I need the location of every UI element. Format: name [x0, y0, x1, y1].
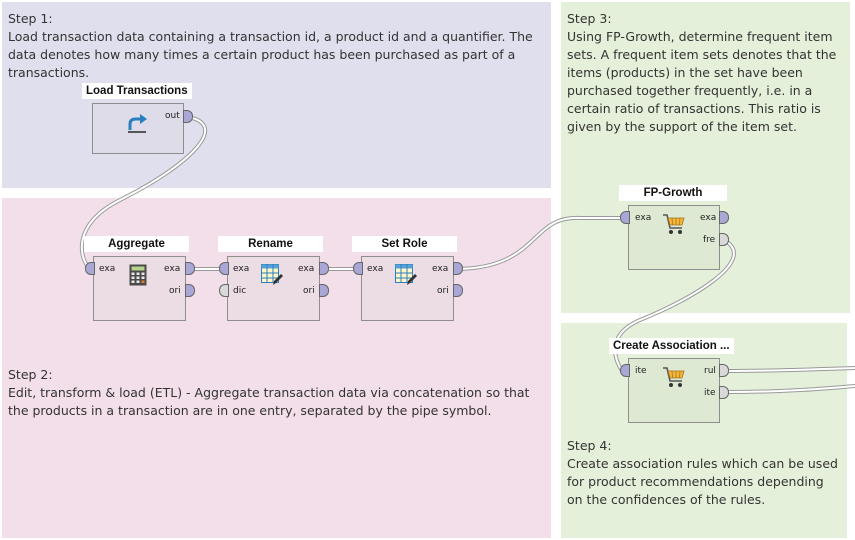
port-label-out1: exa — [700, 213, 717, 223]
output-port-ori[interactable] — [319, 284, 329, 297]
input-port-exa[interactable] — [85, 262, 95, 275]
port-label-in: exa — [635, 213, 652, 223]
operator-body[interactable] — [628, 205, 720, 270]
operator-title[interactable]: Set Role — [352, 236, 457, 252]
output-port-exa[interactable] — [319, 262, 329, 275]
step2-note: Step 2: Edit, transform & load (ETL) - A… — [8, 367, 530, 418]
operator-body[interactable] — [628, 358, 720, 423]
shopping-cart-icon — [663, 214, 685, 234]
shopping-cart-icon — [663, 367, 685, 387]
operator-title[interactable]: Rename — [218, 236, 323, 252]
port-label-out1: rul — [704, 366, 716, 376]
port-label-in1: exa — [233, 264, 250, 274]
port-label-in: exa — [99, 264, 116, 274]
input-port-exa[interactable] — [353, 262, 363, 275]
operator-create-association-rules[interactable]: Create Association ... ite rul ite — [609, 338, 739, 428]
input-port-exa[interactable] — [620, 211, 630, 224]
retrieve-arrow-icon — [128, 114, 147, 133]
port-label-out1: exa — [298, 264, 315, 274]
operator-load-transactions[interactable]: Load Transactions out — [82, 83, 193, 158]
step4-note: Step 4: Create association rules which c… — [567, 438, 838, 507]
port-label-out2: fre — [703, 235, 716, 245]
calculator-icon — [129, 264, 147, 286]
port-label-out1: exa — [432, 264, 449, 274]
operator-aggregate[interactable]: Aggregate exa exa ori — [84, 236, 195, 326]
operator-title[interactable]: Load Transactions — [82, 83, 192, 99]
port-label-out2: ori — [303, 286, 315, 296]
port-label-in: exa — [367, 264, 384, 274]
operator-rename[interactable]: Rename exa dic exa ori — [218, 236, 329, 326]
operator-body[interactable] — [92, 103, 184, 154]
step1-note: Step 1: Load transaction data containing… — [8, 11, 533, 80]
output-port-ori[interactable] — [453, 284, 463, 297]
operator-title[interactable]: FP-Growth — [619, 185, 727, 201]
port-label-out2: ori — [169, 286, 181, 296]
port-label-out1: exa — [164, 264, 181, 274]
output-port-fre[interactable] — [719, 233, 729, 246]
input-port-dic[interactable] — [219, 284, 229, 297]
output-port-exa[interactable] — [719, 211, 729, 224]
output-port-ite[interactable] — [719, 386, 729, 399]
output-port-rul[interactable] — [719, 364, 729, 377]
output-port-out[interactable] — [183, 110, 193, 123]
port-label-out2: ite — [704, 388, 716, 398]
operator-title[interactable]: Create Association ... — [609, 338, 734, 354]
input-port-ite[interactable] — [620, 364, 630, 377]
port-label-in2: dic — [233, 286, 247, 296]
port-label-out: out — [165, 111, 180, 121]
operator-fp-growth[interactable]: FP-Growth exa exa fre — [619, 185, 729, 275]
port-label-out2: ori — [437, 286, 449, 296]
output-port-exa[interactable] — [453, 262, 463, 275]
output-port-ori[interactable] — [185, 284, 195, 297]
table-edit-icon — [261, 264, 283, 285]
operator-title[interactable]: Aggregate — [84, 236, 189, 252]
step3-note: Step 3: Using FP-Growth, determine frequ… — [567, 11, 837, 134]
port-label-in: ite — [635, 366, 647, 376]
input-port-exa[interactable] — [219, 262, 229, 275]
output-port-exa[interactable] — [185, 262, 195, 275]
operator-set-role[interactable]: Set Role exa exa ori — [352, 236, 463, 326]
table-edit-icon — [395, 264, 417, 285]
